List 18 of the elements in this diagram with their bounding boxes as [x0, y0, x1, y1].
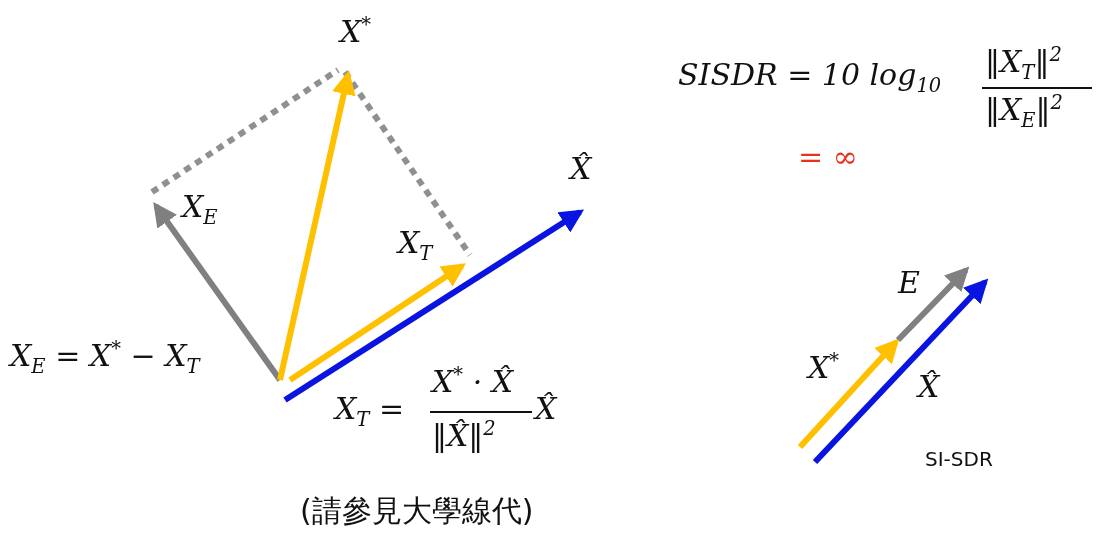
formula: = ∞	[798, 140, 858, 173]
formula: X$^{*}$ · X̂	[432, 364, 514, 398]
vector-label: X̂	[570, 152, 592, 185]
vector-label: X$^{*}$	[808, 350, 840, 384]
vector-label: X$^{*}$	[340, 14, 372, 48]
note-text: (請參見大學線代)	[300, 494, 534, 527]
vector-label: E	[898, 266, 920, 299]
vector-label: X$_{T}$	[398, 226, 433, 265]
caption-text: SI-SDR	[925, 448, 993, 470]
formula: SISDR = 10 log$_{10}$	[678, 58, 942, 97]
vector-label: X̂	[918, 370, 940, 403]
formula: X$_{T}$ =	[335, 392, 405, 431]
vector-label: X$_{E}$	[182, 190, 218, 229]
formula: X$_{E}$ = X$^{*}$ − X$_{T}$	[10, 338, 200, 378]
formula: ‖X̂‖$^{2}$	[432, 418, 496, 452]
formula: X̂	[535, 392, 557, 425]
formula: ‖X$_{T}$‖$^{2}$	[985, 44, 1062, 84]
formula: ‖X$_{E}$‖$^{2}$	[985, 92, 1064, 132]
